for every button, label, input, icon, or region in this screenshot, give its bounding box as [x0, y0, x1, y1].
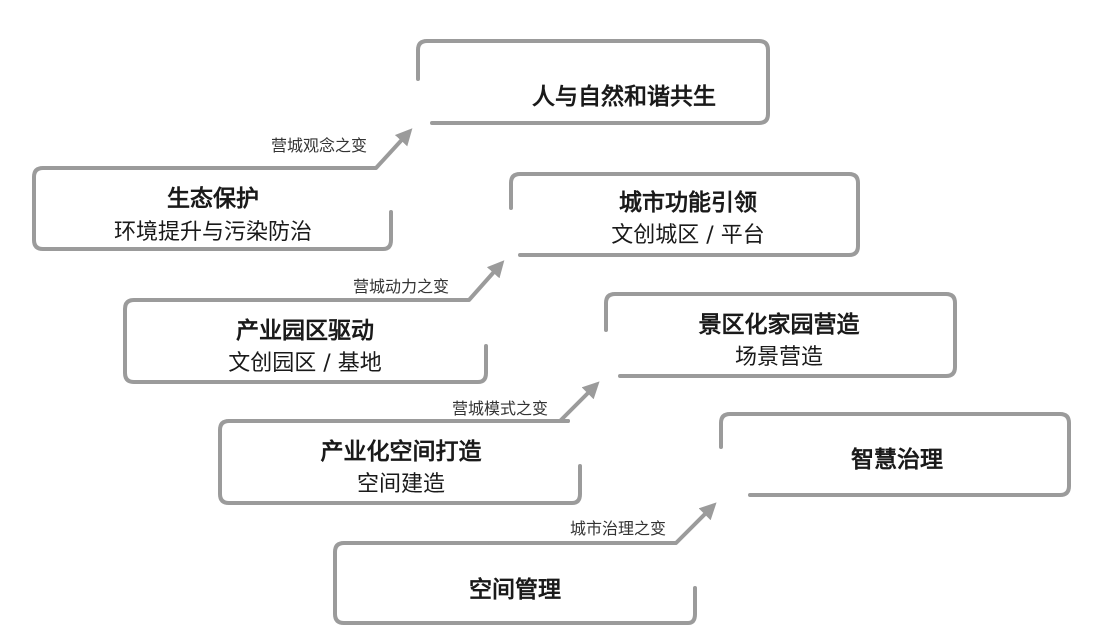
arrow-city-driver — [464, 260, 505, 302]
step-sub-eco-protection: 环境提升与污染防治 — [113, 220, 313, 245]
box-space-management — [333, 541, 697, 625]
transition-label-concept: 营城观念之变 — [271, 136, 368, 155]
step-sub-industrial-park: 文创园区 / 基地 — [228, 351, 382, 376]
step-title-scenic-home: 景区化家园营造 — [698, 312, 860, 338]
step-title-city-function: 城市功能引领 — [619, 190, 757, 216]
step-sub-scenic-home: 场景营造 — [734, 345, 824, 370]
arrow-city-concept — [368, 128, 413, 170]
step-title-harmony: 人与自然和谐共生 — [532, 84, 716, 110]
step-title-industrial-space: 产业化空间打造 — [320, 439, 482, 465]
box-industrial-space — [218, 419, 582, 505]
box-scenic-home — [604, 292, 957, 378]
box-industrial-park — [123, 298, 488, 384]
step-title-industrial-park: 产业园区驱动 — [236, 318, 374, 344]
transition-label-driver: 营城动力之变 — [353, 277, 450, 296]
box-city-function — [509, 172, 860, 257]
box-smart-governance — [719, 412, 1071, 497]
transition-label-model: 营城模式之变 — [452, 399, 549, 418]
arrow-city-governance — [488, 502, 717, 545]
step-sub-city-function: 文创城区 / 平台 — [611, 223, 765, 248]
step-title-space-management: 空间管理 — [469, 577, 561, 603]
step-title-smart-governance: 智慧治理 — [851, 447, 943, 473]
transition-label-governance: 城市治理之变 — [570, 519, 667, 538]
step-sub-industrial-space: 空间建造 — [356, 472, 446, 497]
arrow-city-model — [558, 381, 600, 423]
step-title-eco-protection: 生态保护 — [167, 186, 259, 212]
box-eco-protection — [32, 166, 393, 251]
box-harmony — [416, 39, 770, 125]
